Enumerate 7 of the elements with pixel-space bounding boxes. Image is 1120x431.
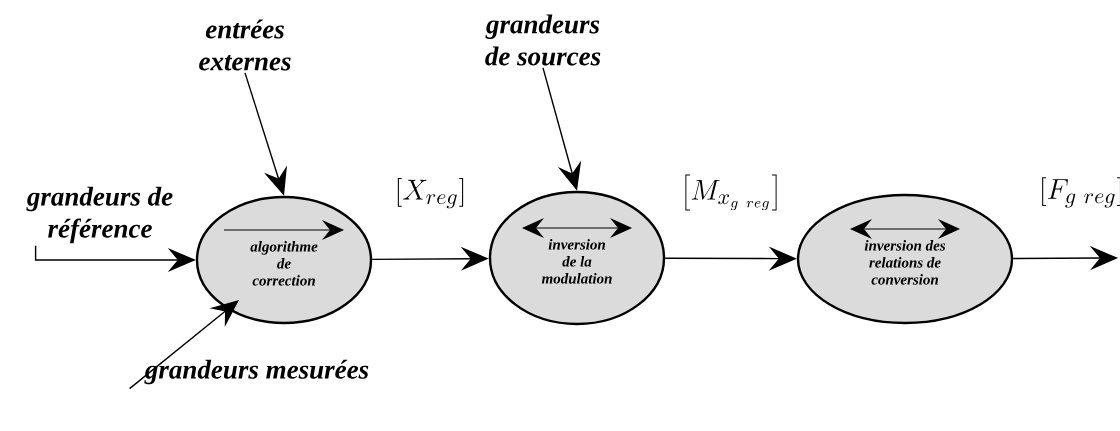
input-label: entrées externes: [199, 19, 291, 71]
edge-label: $\left[X_{reg}\right]$: [397, 177, 464, 209]
input-label: grandeurs mesurées: [144, 359, 369, 385]
input-label: grandeurs de sources: [485, 14, 601, 66]
arrow: [128, 300, 239, 390]
edge-label: $\left[M_{x_{g\ reg}}\right]$: [685, 174, 777, 211]
input-label: grandeurs de référence: [26, 186, 173, 244]
